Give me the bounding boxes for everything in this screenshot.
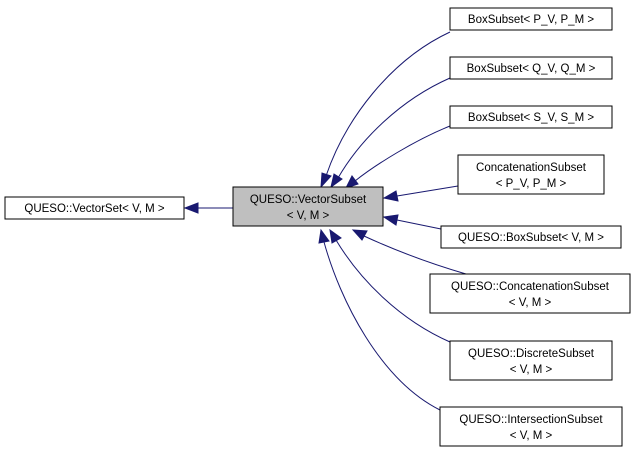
node-vectorsubset-label-line1: QUESO::VectorSubset [250, 194, 367, 206]
arrowhead-concat-pv-pm [382, 190, 399, 202]
node-boxsubset-qv-qm-label: BoxSubset< Q_V, Q_M > [467, 63, 596, 75]
edge-box-pv-pm-to-focus [325, 31, 451, 177]
edge-box-sv-sm-to-focus [354, 125, 451, 182]
arrowhead-queso-box [382, 214, 399, 226]
node-queso-concatenationsubset-label-line1: QUESO::ConcatenationSubset [451, 281, 610, 293]
node-vectorset[interactable]: QUESO::VectorSet< V, M > [4, 196, 185, 220]
node-vectorset-box [4, 196, 185, 220]
node-queso-concatenationsubset-box [429, 273, 631, 314]
node-boxsubset-qv-qm-box [449, 56, 613, 80]
node-queso-intersectionsubset-box [439, 406, 623, 447]
edge-queso-intersection-to-focus [323, 241, 441, 411]
node-boxsubset-sv-sm-label: BoxSubset< S_V, S_M > [468, 112, 594, 124]
node-queso-intersectionsubset[interactable]: QUESO::IntersectionSubset < V, M > [439, 406, 623, 447]
node-queso-boxsubset[interactable]: QUESO::BoxSubset< V, M > [440, 225, 622, 249]
arrowhead-box-pv-pm [320, 172, 332, 189]
arrowhead-base [183, 202, 199, 214]
node-boxsubset-pv-pm[interactable]: BoxSubset< P_V, P_M > [449, 7, 613, 31]
node-queso-discretesubset-box [449, 340, 613, 381]
arrowhead-queso-discrete [329, 228, 342, 244]
node-queso-concatenationsubset-label-line2: < V, M > [509, 297, 552, 309]
node-concatenationsubset-pv-pm-box [457, 154, 605, 195]
arrowhead-queso-intersection [318, 228, 330, 244]
node-vectorsubset-label-line2: < V, M > [287, 210, 330, 222]
node-vectorsubset-box [232, 186, 384, 227]
node-boxsubset-qv-qm[interactable]: BoxSubset< Q_V, Q_M > [449, 56, 613, 80]
arrowhead-box-sv-sm [345, 175, 359, 189]
node-vectorsubset[interactable]: QUESO::VectorSubset < V, M > [232, 186, 384, 227]
edges [183, 31, 467, 411]
node-queso-discretesubset[interactable]: QUESO::DiscreteSubset < V, M > [449, 340, 613, 381]
node-queso-discretesubset-label-line1: QUESO::DiscreteSubset [468, 348, 595, 360]
edge-concat-pv-pm-to-focus [396, 185, 459, 197]
node-concatenationsubset-pv-pm-label-line1: ConcatenationSubset [476, 162, 587, 174]
edge-queso-concat-to-focus [363, 235, 467, 275]
node-queso-intersectionsubset-label-line1: QUESO::IntersectionSubset [459, 414, 603, 426]
edge-queso-discrete-to-focus [335, 239, 451, 343]
node-boxsubset-sv-sm[interactable]: BoxSubset< S_V, S_M > [449, 105, 613, 129]
arrowhead-box-qv-qm [330, 173, 343, 189]
node-boxsubset-sv-sm-box [449, 105, 613, 129]
node-concatenationsubset-pv-pm-label-line2: < P_V, P_M > [496, 178, 567, 190]
node-concatenationsubset-pv-pm[interactable]: ConcatenationSubset < P_V, P_M > [457, 154, 605, 195]
node-queso-boxsubset-label: QUESO::BoxSubset< V, M > [458, 232, 604, 244]
edge-box-qv-qm-to-focus [337, 77, 451, 179]
node-queso-discretesubset-label-line2: < V, M > [510, 364, 553, 376]
node-boxsubset-pv-pm-box [449, 7, 613, 31]
arrowhead-queso-concat [351, 229, 368, 241]
node-queso-concatenationsubset[interactable]: QUESO::ConcatenationSubset < V, M > [429, 273, 631, 314]
node-vectorset-label: QUESO::VectorSet< V, M > [24, 203, 164, 215]
node-queso-intersectionsubset-label-line2: < V, M > [510, 430, 553, 442]
node-boxsubset-pv-pm-label: BoxSubset< P_V, P_M > [468, 14, 594, 26]
node-queso-boxsubset-box [440, 225, 622, 249]
nodes: QUESO::VectorSet< V, M > QUESO::VectorSu… [4, 7, 631, 447]
edge-queso-box-to-focus [396, 219, 442, 230]
